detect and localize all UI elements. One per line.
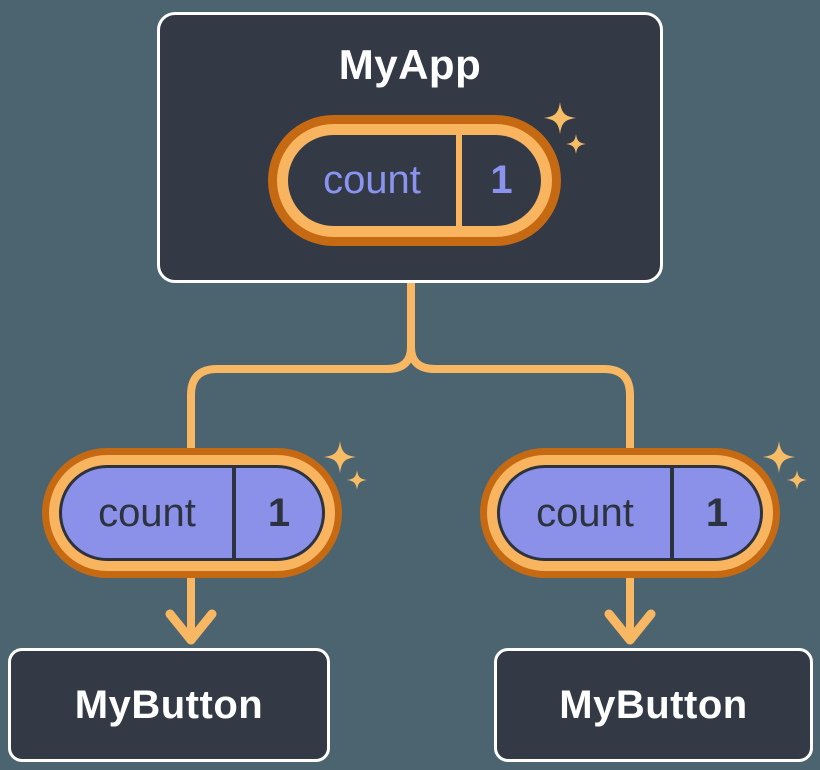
connector-right-branch [407,277,634,638]
myapp-node-title: MyApp [338,41,482,88]
pill-outer-ring: count 1 [42,448,342,578]
pill-divider [670,468,674,558]
pill-inner-ring: count 1 [487,455,773,571]
state-name: count [323,158,421,202]
state-value: 1 [490,158,513,202]
pill-outer-ring: count 1 [268,115,561,246]
mybutton-node-left: MyButton [8,648,330,762]
pill-inner-ring: count 1 [49,455,335,571]
pill-body: count 1 [288,135,541,226]
pill-inner-ring: count 1 [277,124,552,237]
pill-body: count 1 [497,465,763,561]
left-prop-pill: count 1 [42,448,342,578]
arrowhead-left-icon [165,609,217,645]
prop-name: count [98,490,196,535]
pill-divider [456,135,462,226]
prop-value: 1 [267,490,291,535]
pill-outer-ring: count 1 [480,448,780,578]
myapp-node: MyApp count 1 [157,12,663,283]
root-state-pill: count 1 [268,115,561,246]
right-prop-pill: count 1 [480,448,780,578]
mybutton-node-right: MyButton [494,648,813,762]
prop-value: 1 [705,490,729,535]
pill-body: count 1 [59,465,325,561]
prop-name: count [536,490,634,535]
arrowhead-right-icon [604,609,656,645]
pill-divider [232,468,236,558]
mybutton-node-title: MyButton [559,682,748,727]
mybutton-node-title: MyButton [74,682,264,727]
